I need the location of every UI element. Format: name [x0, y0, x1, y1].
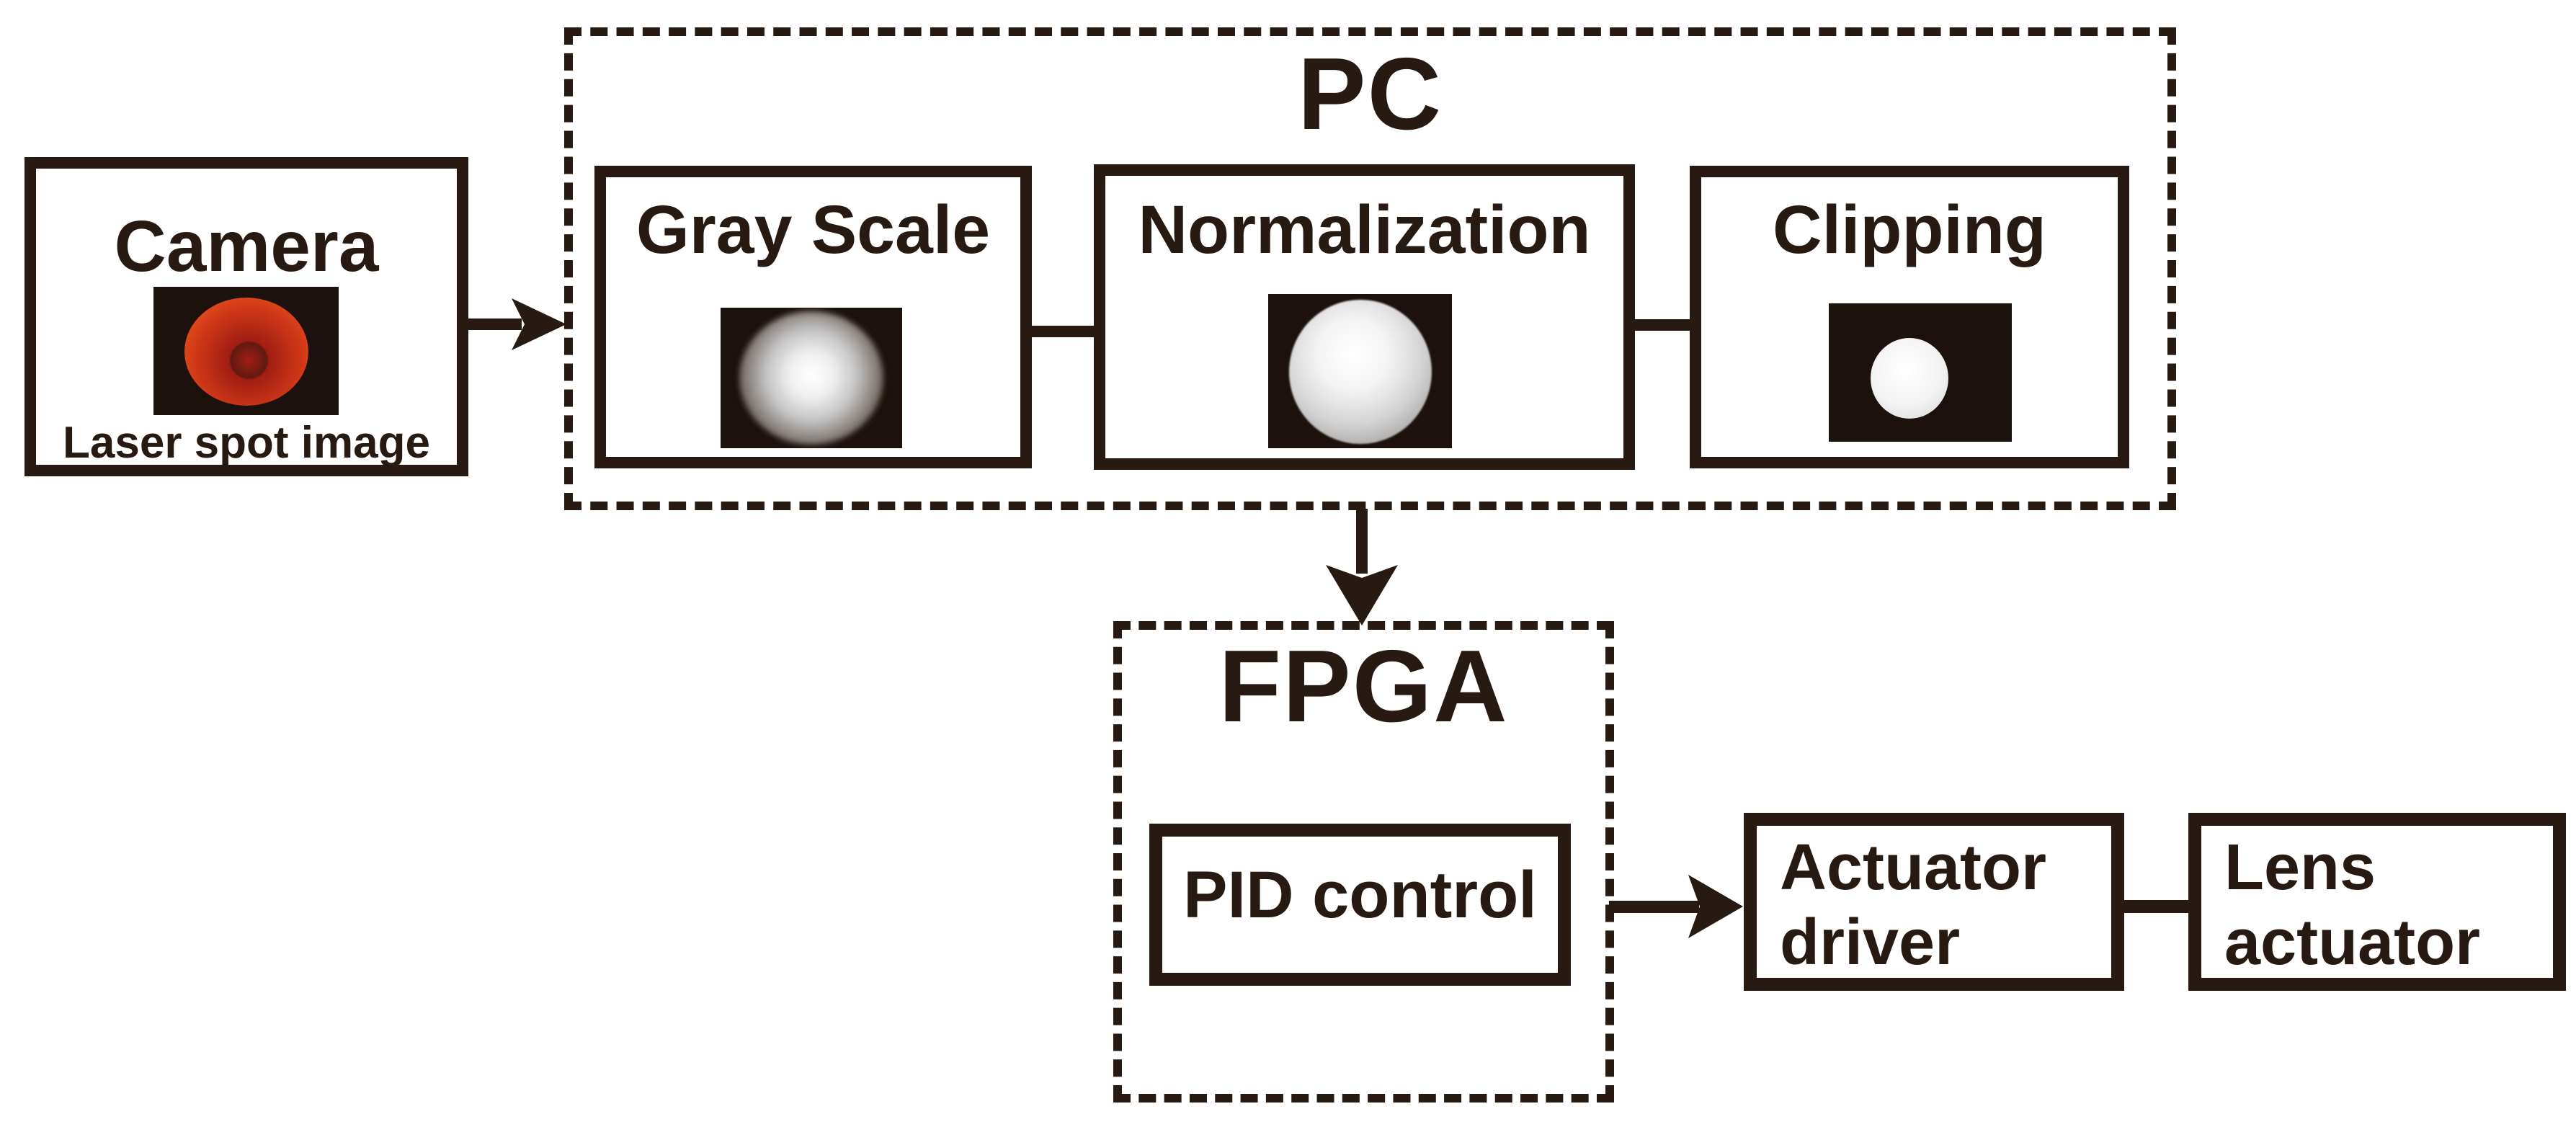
- normalization-clipping-connector: [1635, 319, 1690, 331]
- grayscale-spot-glow: [739, 311, 883, 445]
- fpga-to-actuator-arrow: [1609, 875, 1743, 938]
- clipping-label: Clipping: [1773, 192, 2046, 268]
- clipping-spot-glow: [1871, 338, 1948, 419]
- laser-spot-image: [153, 287, 339, 415]
- camera-title: Camera: [114, 206, 379, 287]
- clipping-spot-image: [1829, 303, 2012, 442]
- camera-to-pc-arrow: [465, 298, 566, 350]
- pid-control-box: [1149, 824, 1571, 986]
- pc-to-fpga-arrow: [1326, 509, 1398, 625]
- lens-actuator-line2: actuator: [2224, 906, 2481, 979]
- actuator-driver-line1: Actuator: [1780, 832, 2047, 904]
- fpga-title: FPGA: [1218, 629, 1509, 744]
- laser-spot-glow: [184, 298, 308, 406]
- pc-group-box: [564, 27, 2176, 510]
- lens-actuator-line1: Lens: [2224, 832, 2376, 904]
- fpga-group-box: [1113, 621, 1614, 1102]
- actuator-driver-box: [1744, 813, 2124, 991]
- grayscale-spot-image: [721, 308, 902, 448]
- normalization-spot-image: [1268, 294, 1452, 448]
- pc-title: PC: [1297, 37, 1443, 151]
- pid-control-label: PID control: [1183, 858, 1537, 932]
- normalization-spot-glow: [1289, 300, 1432, 444]
- actuator-driver-line2: driver: [1780, 906, 1961, 979]
- grayscale-normalization-connector: [1032, 326, 1094, 337]
- camera-box: [24, 157, 468, 476]
- actuator-lens-connector: [2124, 900, 2188, 913]
- normalization-label: Normalization: [1138, 192, 1591, 268]
- grayscale-label: Gray Scale: [636, 192, 991, 268]
- camera-caption: Laser spot image: [63, 418, 430, 468]
- actuator-driver-label: Actuator driver: [1780, 830, 2046, 981]
- lens-actuator-box: [2188, 813, 2566, 991]
- lens-actuator-label: Lens actuator: [2224, 830, 2480, 981]
